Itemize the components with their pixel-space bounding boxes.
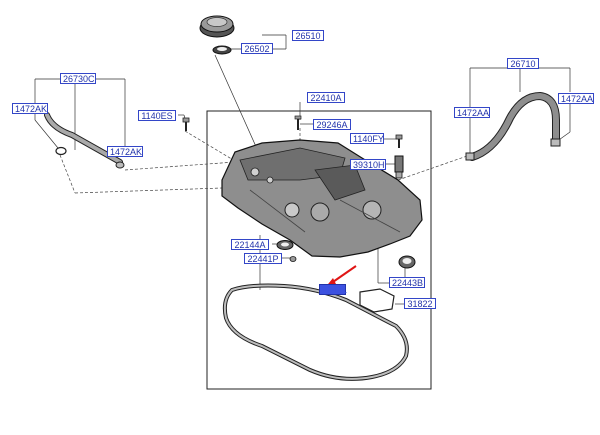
- seal-ring-22443b: [398, 255, 416, 269]
- part-label-1472aa-right[interactable]: 1472AA: [558, 93, 594, 104]
- part-label-39310h[interactable]: 39310H: [350, 159, 386, 170]
- cover-gasket: [222, 283, 409, 381]
- part-label-26502[interactable]: 26502: [241, 43, 273, 54]
- assembly-frame: [206, 110, 432, 390]
- part-label-22410a[interactable]: 22410A: [307, 92, 345, 103]
- part-label-1472ak-mid[interactable]: 1472AK: [107, 146, 143, 157]
- part-label-1140fy[interactable]: 1140FY: [350, 133, 384, 144]
- part-label-22144a[interactable]: 22144A: [231, 239, 269, 250]
- part-label-31822[interactable]: 31822: [404, 298, 436, 309]
- sensor-39310h: [394, 155, 404, 179]
- part-label-1472aa-left[interactable]: 1472AA: [454, 107, 490, 118]
- part-label-26730c[interactable]: 26730C: [60, 73, 96, 84]
- part-label-22441p[interactable]: 22441P: [244, 253, 282, 264]
- hose-clamp-right-a: [465, 152, 475, 161]
- gasket-31822: [359, 288, 395, 313]
- washer-22441p: [289, 256, 297, 262]
- hose-clamp-left-a: [55, 146, 67, 156]
- breather-hose-left: [44, 112, 123, 165]
- oil-filler-cap: [199, 15, 235, 38]
- part-label-highlighted[interactable]: 22441: [319, 284, 347, 295]
- part-label-29246a[interactable]: 29246A: [313, 119, 351, 130]
- bolt-1140es: [182, 117, 190, 131]
- part-label-1472ak-left[interactable]: 1472AK: [12, 103, 48, 114]
- dashed-lines: [59, 128, 471, 194]
- cap-gasket: [212, 45, 232, 55]
- fitting-29246a: [294, 115, 302, 130]
- part-label-26710[interactable]: 26710: [507, 58, 539, 69]
- hose-clamp-left-b: [115, 161, 125, 169]
- part-label-26510[interactable]: 26510: [292, 30, 324, 41]
- bolt-1140fy: [395, 134, 403, 148]
- seal-ring-22144a: [276, 240, 294, 250]
- breather-hose-right: [468, 91, 560, 161]
- hose-clamp-right-b: [550, 138, 561, 147]
- part-label-22443b[interactable]: 22443B: [389, 277, 425, 288]
- part-label-1140es[interactable]: 1140ES: [138, 110, 176, 121]
